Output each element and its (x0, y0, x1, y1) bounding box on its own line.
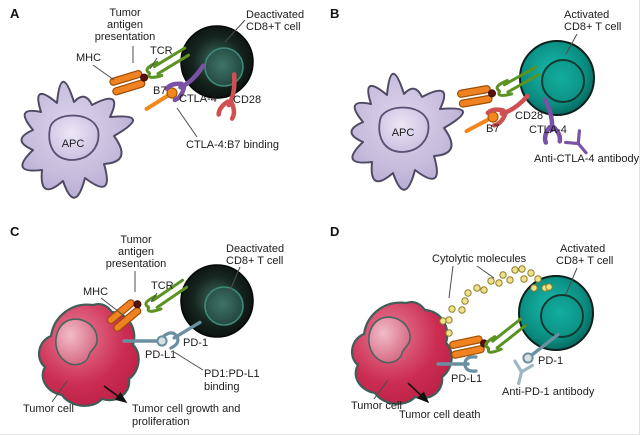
leader-line (149, 57, 158, 70)
anti-pd1-antibody-label: Anti-PD-1 antibody (502, 386, 595, 398)
t-cell-label: CD8+T cell (246, 21, 301, 33)
leader-line (176, 107, 198, 138)
mhc-label: MHC (83, 286, 108, 298)
tcr-label: TCR (151, 280, 174, 292)
t-cell-nucleus (540, 294, 584, 338)
cytolytic-dot (506, 276, 514, 284)
cytolytic-dot (534, 275, 542, 283)
antigen-presentation-label: presentation (106, 258, 167, 270)
outcome-label: Tumor cell growth and (132, 403, 240, 415)
leader-line (224, 19, 246, 43)
cytolytic-dot (527, 269, 535, 277)
pdl1-label: PD-L1 (451, 373, 482, 385)
antigen-presentation-label: antigen (107, 19, 143, 31)
apc-label: APC (62, 138, 85, 150)
t-cell-label: Deactivated (246, 9, 304, 21)
pd1-label: PD-1 (183, 337, 208, 349)
cytolytic-dot (495, 279, 503, 287)
cd28-label: CD28 (233, 94, 261, 106)
cytolytic-dot (448, 305, 456, 313)
panel-c: C Tumor antigen presentation MHC TCR Dea… (10, 224, 284, 428)
leader-line (228, 266, 241, 294)
mhc-complex (448, 333, 490, 360)
t-cell-nucleus (204, 286, 244, 326)
cytolytic-dot (458, 306, 466, 314)
t-cell-label: CD8+ T cell (226, 255, 283, 267)
panel-d-letter: D (330, 224, 339, 239)
outcome-label: Tumor cell death (399, 409, 481, 421)
panel-b-letter: B (330, 6, 339, 21)
ctla4-label: CTLA-4 (529, 124, 567, 136)
t-cell-label: CD8+ T cell (564, 21, 621, 33)
t-cell-label: Deactivated (226, 243, 284, 255)
cytolytic-dot (520, 275, 528, 283)
tumor-cell (350, 301, 453, 405)
mhc-label: MHC (76, 52, 101, 64)
ctla4-label: CTLA-4 (179, 93, 217, 105)
tcr-label: TCR (150, 45, 173, 57)
cytolytic-dot (445, 316, 453, 324)
leader-line (373, 379, 389, 400)
t-cell-label: CD8+ T cell (556, 255, 613, 267)
anti-pd1-antibody (508, 359, 535, 388)
cytolytic-dot (530, 284, 538, 292)
tumor-cell-label: Tumor cell (351, 400, 402, 412)
cytolytic-dot (439, 317, 447, 325)
death-arrow (407, 382, 430, 404)
pd1-pdl1-binding-label: binding (204, 381, 239, 393)
apc-label: APC (392, 127, 415, 139)
antigen-presentation-label: Tumor (120, 234, 152, 246)
cytolytic-dot (518, 265, 526, 273)
pd1-pdl1-binding-label: PD1:PD-L1 (204, 368, 260, 380)
leader-line (476, 265, 495, 279)
antigen-presentation-label: presentation (95, 31, 156, 43)
cd28-label: CD28 (515, 110, 543, 122)
leader-line (100, 297, 124, 316)
leader-line (92, 64, 115, 81)
outcome-label: proliferation (132, 416, 189, 428)
panel-b: B APC Activated CD8+ T cell CD28 CTLA-4 … (330, 6, 640, 191)
leader-line (51, 380, 68, 403)
cytolytic-dot (473, 284, 481, 292)
cytolytic-dot (445, 329, 453, 337)
b7-label: B7 (486, 123, 499, 135)
cytolytic-dot (461, 297, 469, 305)
cytolytic-dot (545, 283, 553, 291)
cytolytic-dot (464, 289, 472, 297)
growth-arrow (103, 385, 128, 403)
leader-line (565, 267, 578, 295)
t-cell-nucleus (541, 59, 585, 103)
leader-line (173, 351, 204, 371)
b7-label: B7 (153, 85, 166, 97)
t-cell-label: Activated (564, 9, 609, 21)
panel-a: A APC Tumor antigen presentation MHC TCR… (10, 6, 304, 199)
cytolytic-dot (487, 277, 495, 285)
t-cell-nucleus (204, 47, 244, 87)
pdl1-label: PD-L1 (145, 349, 176, 361)
cytolytic-molecules (439, 265, 553, 337)
panel-a-letter: A (10, 6, 20, 21)
panel-c-letter: C (10, 224, 20, 239)
cytolytic-molecules-label: Cytolytic molecules (432, 253, 527, 265)
antigen-presentation-label: Tumor (109, 7, 141, 19)
mhc-complex (456, 83, 498, 109)
cytolytic-dot (499, 271, 507, 279)
leader-line (448, 265, 454, 299)
tumor-cell-label: Tumor cell (23, 403, 74, 415)
cytolytic-dot (511, 266, 519, 274)
cytolytic-dot (480, 286, 488, 294)
antigen-presentation-label: antigen (118, 246, 154, 258)
ctla4-b7-binding-label: CTLA-4:B7 binding (186, 139, 279, 151)
t-cell-label: Activated (560, 243, 605, 255)
leader-line (150, 292, 158, 303)
pd1-label: PD-1 (538, 355, 563, 367)
panel-d: D (330, 224, 613, 421)
leader-line (565, 33, 578, 55)
anti-ctla4-antibody-label: Anti-CTLA-4 antibody (534, 153, 640, 165)
mhc-complex (108, 67, 151, 97)
